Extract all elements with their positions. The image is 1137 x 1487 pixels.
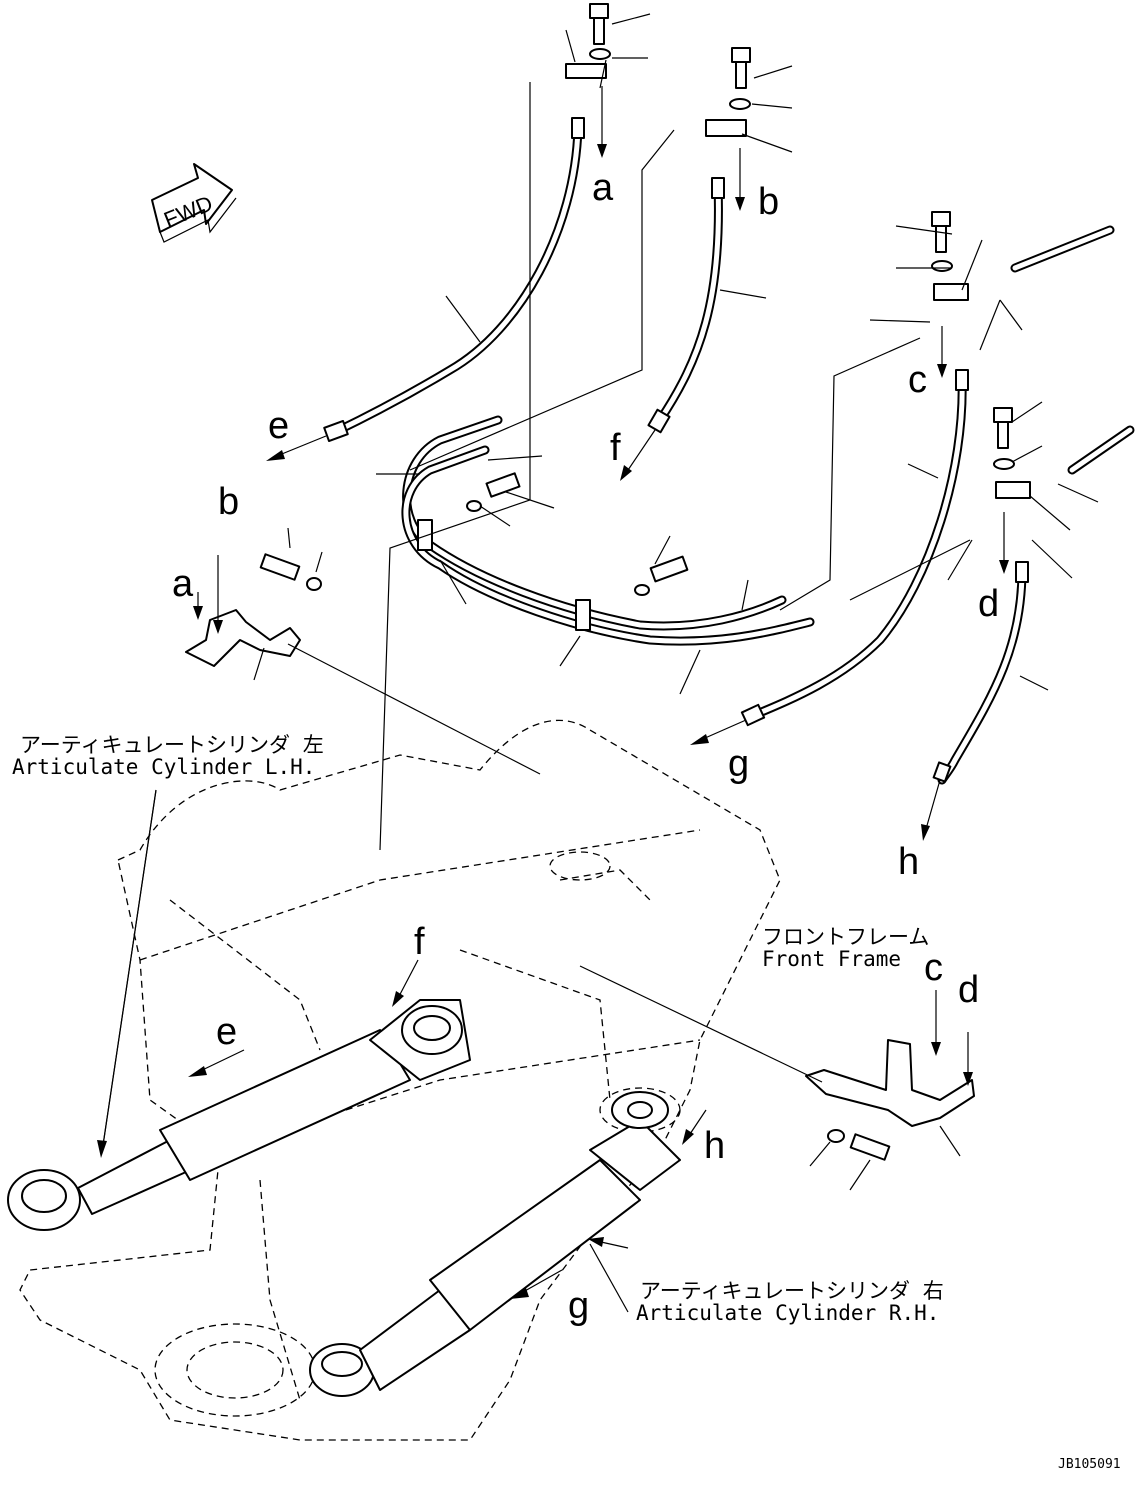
hose-a <box>323 117 585 442</box>
hose-d <box>932 561 1029 785</box>
label-cyl-left-jp: アーティキュレートシリンダ 左 <box>20 733 324 757</box>
articulate-cylinder-lh <box>7 999 471 1231</box>
articulate-cylinder-rh <box>309 1091 681 1397</box>
callout-d-bracket: d <box>958 969 979 1011</box>
bracket-left <box>185 609 301 667</box>
bolt-a <box>565 3 611 79</box>
label-front-frame-jp: フロントフレーム <box>762 925 929 949</box>
hose-c <box>740 369 969 727</box>
drawing-code: JB105091 <box>1058 1457 1121 1472</box>
label-cyl-right-jp: アーティキュレートシリンダ 右 <box>640 1279 944 1303</box>
bolt-c <box>931 211 969 301</box>
callout-b: b <box>758 181 779 223</box>
callout-c-bracket: c <box>924 947 943 989</box>
fwd-arrow-icon: FWD <box>151 163 237 243</box>
bolt-mid-2 <box>634 555 689 596</box>
callout-b-bracket: b <box>218 481 239 523</box>
callout-e-cylinder: e <box>216 1011 237 1053</box>
callout-h-cylinder: h <box>704 1125 725 1167</box>
bracket-right <box>805 1039 975 1127</box>
label-cyl-left-en: Articulate Cylinder L.H. <box>12 755 315 779</box>
callout-e: e <box>268 405 289 447</box>
bolt-right-bracket <box>827 1129 891 1161</box>
label-front-frame-en: Front Frame <box>762 947 901 971</box>
callout-f: f <box>610 427 621 469</box>
callout-g: g <box>728 743 749 785</box>
label-cyl-right-en: Articulate Cylinder R.H. <box>636 1301 939 1325</box>
leader-lines <box>101 13 1099 1313</box>
callout-c: c <box>908 359 927 401</box>
hose-u-pair <box>401 415 815 646</box>
callout-d: d <box>978 583 999 625</box>
callout-g-cylinder: g <box>568 1285 589 1327</box>
hose-b <box>647 177 725 434</box>
callout-a: a <box>592 167 614 209</box>
bolt-left <box>259 553 322 591</box>
bolt-b <box>705 47 751 137</box>
arrows <box>97 86 1009 1299</box>
bolt-d <box>993 407 1031 499</box>
callout-f-cylinder: f <box>414 921 425 963</box>
callout-h: h <box>898 841 919 883</box>
callout-a-bracket: a <box>172 563 194 605</box>
bolt-mid-1 <box>466 472 521 512</box>
